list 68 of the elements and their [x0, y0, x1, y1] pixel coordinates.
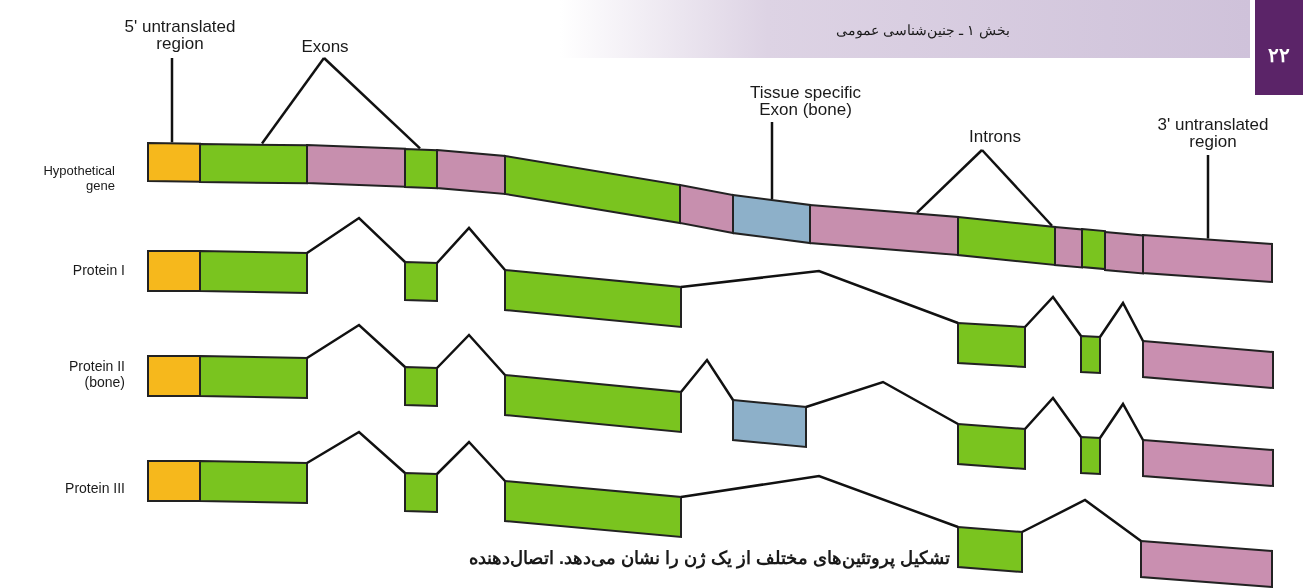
splice-line: [680, 474, 959, 529]
exon-block: [405, 473, 437, 512]
utr-block: [148, 461, 200, 501]
splice-line: [1024, 396, 1082, 438]
row-label: Hypothetical gene: [42, 163, 115, 193]
exon-block: [405, 367, 437, 406]
splice-line: [680, 357, 735, 401]
exon-block: [733, 195, 810, 243]
exon-block: [1082, 229, 1105, 270]
intron-block: [437, 150, 505, 194]
exon-block: [505, 481, 681, 537]
utr-block: [148, 143, 200, 182]
utr-block: [1143, 341, 1273, 388]
exon-block: [733, 400, 806, 447]
intron-block: [307, 145, 405, 187]
splice-line: [1021, 498, 1142, 542]
intron-block: [1055, 227, 1082, 268]
row-label: Protein II (bone): [67, 358, 125, 390]
splice-line: [1098, 300, 1145, 342]
exon-block: [1081, 336, 1100, 373]
exon-block: [958, 527, 1022, 572]
row-label: Protein I: [71, 262, 125, 278]
exon-block: [200, 143, 307, 183]
utr-block: [1141, 541, 1272, 587]
utr-block: [148, 251, 200, 291]
exon-block: [505, 270, 681, 327]
exon-block: [505, 375, 681, 432]
header-text: بخش ۱ ـ جنین‌شناسی عمومی: [835, 22, 1010, 38]
splice-line: [436, 226, 506, 271]
utr-block: [1143, 440, 1273, 486]
splice-line: [1098, 401, 1145, 441]
splice-line: [306, 323, 406, 368]
exon-block: [200, 461, 307, 503]
intron-block: [680, 185, 733, 233]
exon-block: [200, 251, 307, 293]
exon-block: [958, 217, 1055, 265]
exon-block: [958, 424, 1025, 469]
splice-line: [306, 216, 406, 263]
utr-block: [148, 356, 200, 396]
splice-line: [306, 430, 406, 474]
exon-block: [405, 262, 437, 301]
leader-line: [916, 149, 983, 214]
exon-block: [1081, 437, 1100, 474]
splice-line: [436, 333, 506, 376]
callout-label: 5' untranslated region: [100, 18, 260, 52]
splice-line: [805, 380, 959, 426]
leader-line: [1206, 155, 1210, 239]
exon-block: [200, 356, 307, 398]
callout-label: Tissue specific Exon (bone): [738, 84, 873, 118]
leader-line: [261, 57, 325, 145]
callout-label: Exons: [270, 38, 380, 55]
leader-line: [981, 149, 1053, 227]
page-number: ۲۲: [1255, 0, 1303, 95]
callout-label: 3' untranslated region: [1138, 116, 1288, 150]
exon-block: [505, 156, 680, 223]
splice-line: [680, 269, 959, 325]
utr-block: [1143, 235, 1272, 282]
leader-line: [170, 58, 174, 143]
caption-text: تشکیل پروتئین‌های مختلف از یک ژن را نشان می‌دهد. اتصال‌دهنده: [468, 548, 950, 568]
exon-block: [958, 323, 1025, 367]
row-label: Protein III: [64, 480, 125, 496]
splice-line: [436, 440, 506, 482]
leader-line: [323, 57, 421, 150]
exon-block: [405, 148, 437, 188]
leader-line: [770, 122, 774, 200]
intron-block: [810, 205, 958, 255]
callout-label: Introns: [955, 128, 1035, 145]
splice-line: [1024, 295, 1082, 337]
